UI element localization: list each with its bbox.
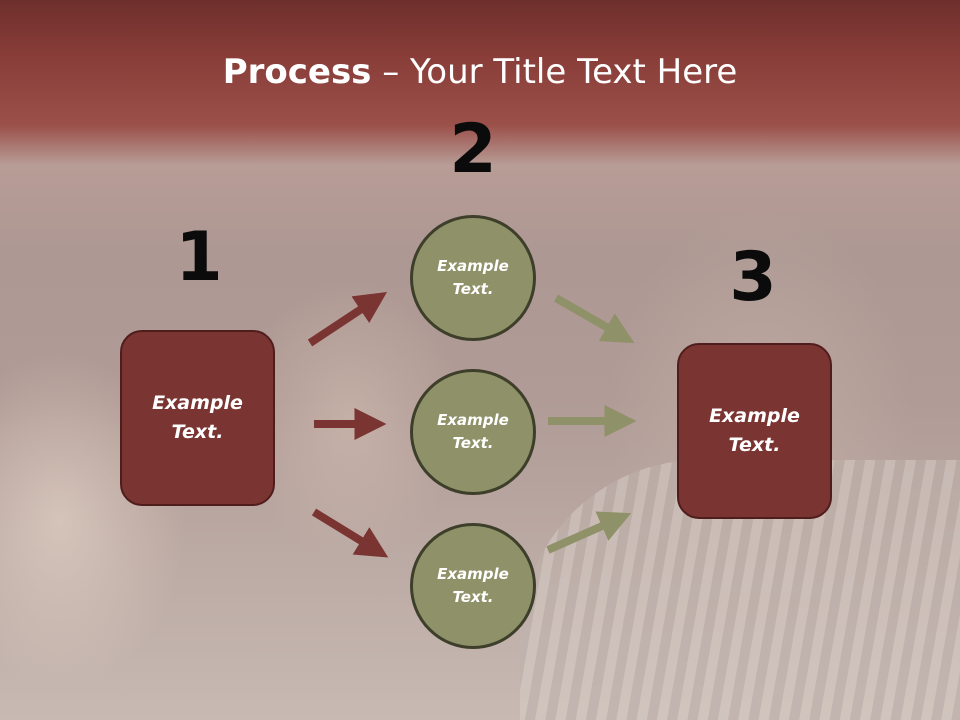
middle-node-bottom-label: Example Text. (437, 565, 509, 606)
middle-node-center-label: Example Text. (437, 411, 509, 452)
arrow-bottom-to-3 (546, 511, 632, 554)
slide-title: Process – Your Title Text Here (0, 52, 960, 92)
step-1-box[interactable]: Example Text. (120, 330, 275, 506)
middle-node-top[interactable]: Example Text. (410, 215, 536, 341)
middle-node-center[interactable]: Example Text. (410, 369, 536, 495)
step-number-1: 1 (175, 218, 223, 297)
title-bold: Process (222, 52, 372, 92)
step-3-label: Example Text. (709, 405, 800, 456)
step-1-label: Example Text. (152, 392, 243, 443)
step-3-box[interactable]: Example Text. (677, 343, 832, 519)
middle-node-top-label: Example Text. (437, 257, 509, 298)
step-number-3: 3 (729, 238, 777, 317)
arrow-1-to-top (307, 292, 388, 347)
step-number-2: 2 (449, 110, 497, 189)
arrow-top-to-3 (554, 294, 635, 344)
arrow-1-to-bottom (311, 508, 389, 558)
title-rest: – Your Title Text Here (371, 52, 738, 92)
middle-node-bottom[interactable]: Example Text. (410, 523, 536, 649)
